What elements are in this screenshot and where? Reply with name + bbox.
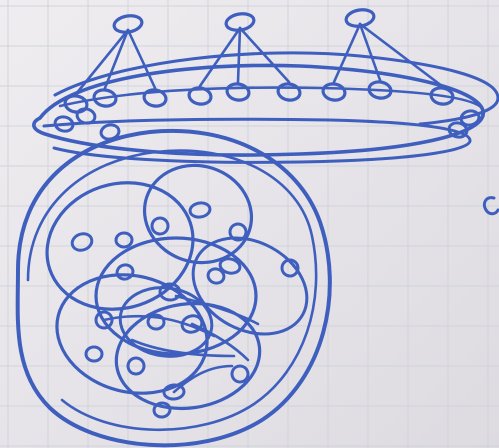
ink-sketch [0, 0, 499, 448]
sketch-photo [0, 0, 499, 448]
